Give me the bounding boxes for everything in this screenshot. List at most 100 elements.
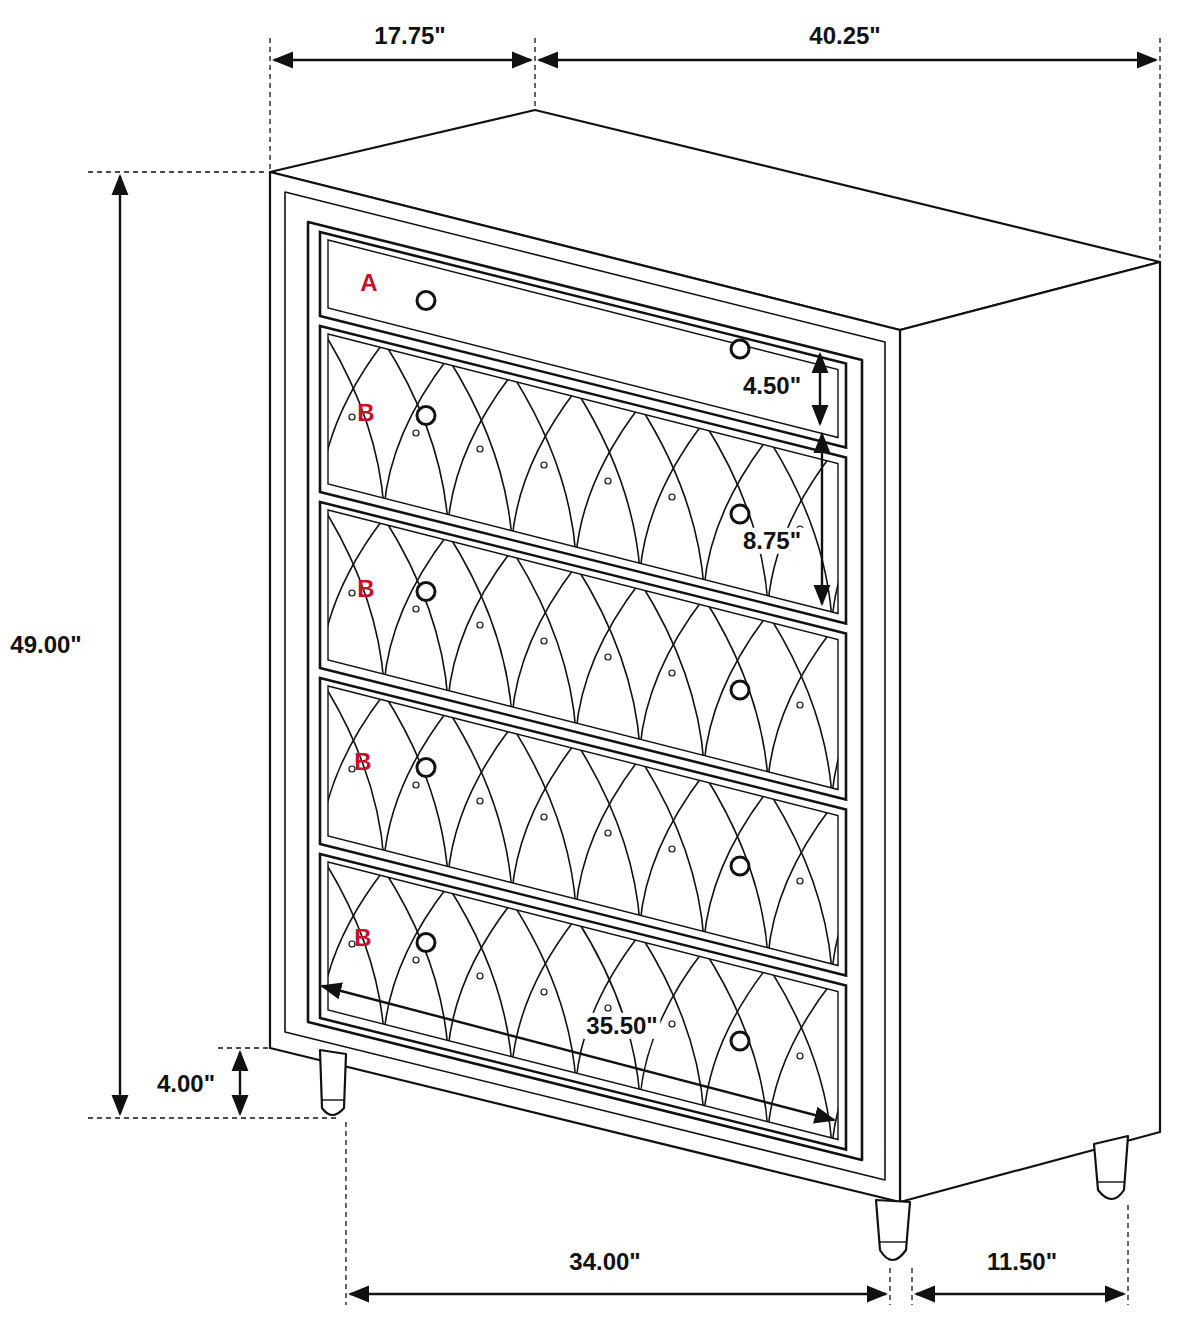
- tuft-seam: [576, 406, 640, 556]
- tuft-seam: [704, 774, 768, 956]
- tufting: [256, 838, 960, 1178]
- tuft-seam: [512, 390, 576, 540]
- tuft-seam: [512, 566, 576, 716]
- tuft-seam: [320, 326, 384, 508]
- tuft-seam: [320, 870, 384, 1018]
- tuft-button: [349, 590, 355, 596]
- tuft-button: [285, 398, 291, 404]
- tuft-button: [605, 830, 611, 836]
- tuft-seam: [768, 966, 832, 1146]
- tuft-button: [285, 574, 291, 580]
- tuft-seam: [704, 950, 768, 1130]
- tuft-button: [477, 973, 483, 979]
- tuft-seam: [448, 358, 512, 540]
- part-letter: B: [351, 749, 374, 775]
- tuft-seam: [512, 902, 576, 1082]
- tuft-seam: [448, 534, 512, 716]
- part-letter: B: [351, 925, 374, 951]
- drawer-knob: [731, 681, 749, 699]
- tuft-seam: [896, 486, 960, 636]
- drawer-knob: [417, 759, 435, 777]
- tuft-button: [413, 782, 419, 788]
- tuft-seam: [256, 502, 320, 652]
- tuft-button: [669, 494, 675, 500]
- tuft-seam: [384, 518, 448, 700]
- tuft-button: [605, 654, 611, 660]
- tuft-button: [349, 941, 355, 947]
- tuft-seam: [448, 710, 512, 892]
- drawers: [256, 232, 960, 1178]
- tuft-seam: [448, 726, 512, 876]
- part-letter: A: [357, 270, 380, 296]
- tuft-seam: [704, 966, 768, 1114]
- tuft-button: [413, 606, 419, 612]
- tuft-seam: [512, 550, 576, 732]
- tuft-seam: [640, 598, 704, 748]
- tuft-seam: [640, 582, 704, 764]
- drawer-knob: [417, 407, 435, 425]
- tuft-button: [861, 1069, 867, 1075]
- drawer-knob: [417, 292, 435, 310]
- tuft-button: [413, 957, 419, 963]
- drawer-knob: [731, 505, 749, 523]
- tuft-seam: [704, 422, 768, 604]
- tuft-seam: [256, 326, 320, 476]
- tuft-button: [477, 798, 483, 804]
- tuft-button: [797, 878, 803, 884]
- dimension-lines: [120, 60, 1156, 1294]
- tuft-seam: [576, 742, 640, 924]
- tuft-seam: [576, 582, 640, 732]
- tuft-button: [925, 558, 931, 564]
- drawer-knob: [731, 1032, 749, 1050]
- tuft-seam: [832, 982, 896, 1162]
- tuft-seam: [896, 662, 960, 812]
- tuft-seam: [768, 790, 832, 972]
- chest-side: [900, 262, 1160, 1202]
- dimension-label: 4.50": [740, 373, 804, 399]
- leg: [1094, 1136, 1128, 1199]
- dimension-label: 34.00": [566, 1249, 643, 1275]
- tuft-button: [541, 638, 547, 644]
- tuft-button: [349, 766, 355, 772]
- drawer-front: [320, 854, 846, 1150]
- tuft-seam: [896, 822, 960, 1004]
- tuft-seam: [576, 918, 640, 1098]
- tuft-button: [861, 542, 867, 548]
- tuft-button: [861, 894, 867, 900]
- extension-lines: [88, 38, 1160, 1305]
- tuft-seam: [512, 742, 576, 892]
- tuft-seam: [896, 998, 960, 1178]
- tuft-seam: [832, 822, 896, 972]
- tuft-seam: [896, 646, 960, 828]
- tuft-seam: [768, 614, 832, 796]
- tuft-button: [541, 462, 547, 468]
- tuft-seam: [384, 710, 448, 860]
- tuft-seam: [256, 310, 320, 492]
- drawer-knob: [731, 340, 749, 358]
- tuft-button: [861, 718, 867, 724]
- tuft-seam: [896, 1014, 960, 1162]
- drawer-inset: [328, 862, 838, 1140]
- tuft-button: [605, 478, 611, 484]
- drawer-knob: [417, 934, 435, 952]
- tuft-button: [669, 670, 675, 676]
- tuft-seam: [576, 758, 640, 908]
- tuft-seam: [640, 758, 704, 940]
- tuft-seam: [320, 854, 384, 1034]
- tuft-seam: [320, 678, 384, 860]
- tuft-seam: [640, 422, 704, 572]
- front-frame: [285, 192, 885, 1180]
- tuft-button: [541, 814, 547, 820]
- tuft-seam: [704, 790, 768, 940]
- tuft-seam: [256, 486, 320, 668]
- dimension-label: 35.50": [583, 1013, 660, 1039]
- tuft-seam: [832, 630, 896, 812]
- tuft-seam: [768, 982, 832, 1130]
- tuft-button: [925, 734, 931, 740]
- tuft-seam: [384, 870, 448, 1050]
- tuft-button: [669, 1021, 675, 1027]
- tuft-seam: [640, 774, 704, 924]
- tuft-seam: [512, 726, 576, 908]
- tuft-seam: [640, 406, 704, 588]
- chest-front: [270, 172, 900, 1202]
